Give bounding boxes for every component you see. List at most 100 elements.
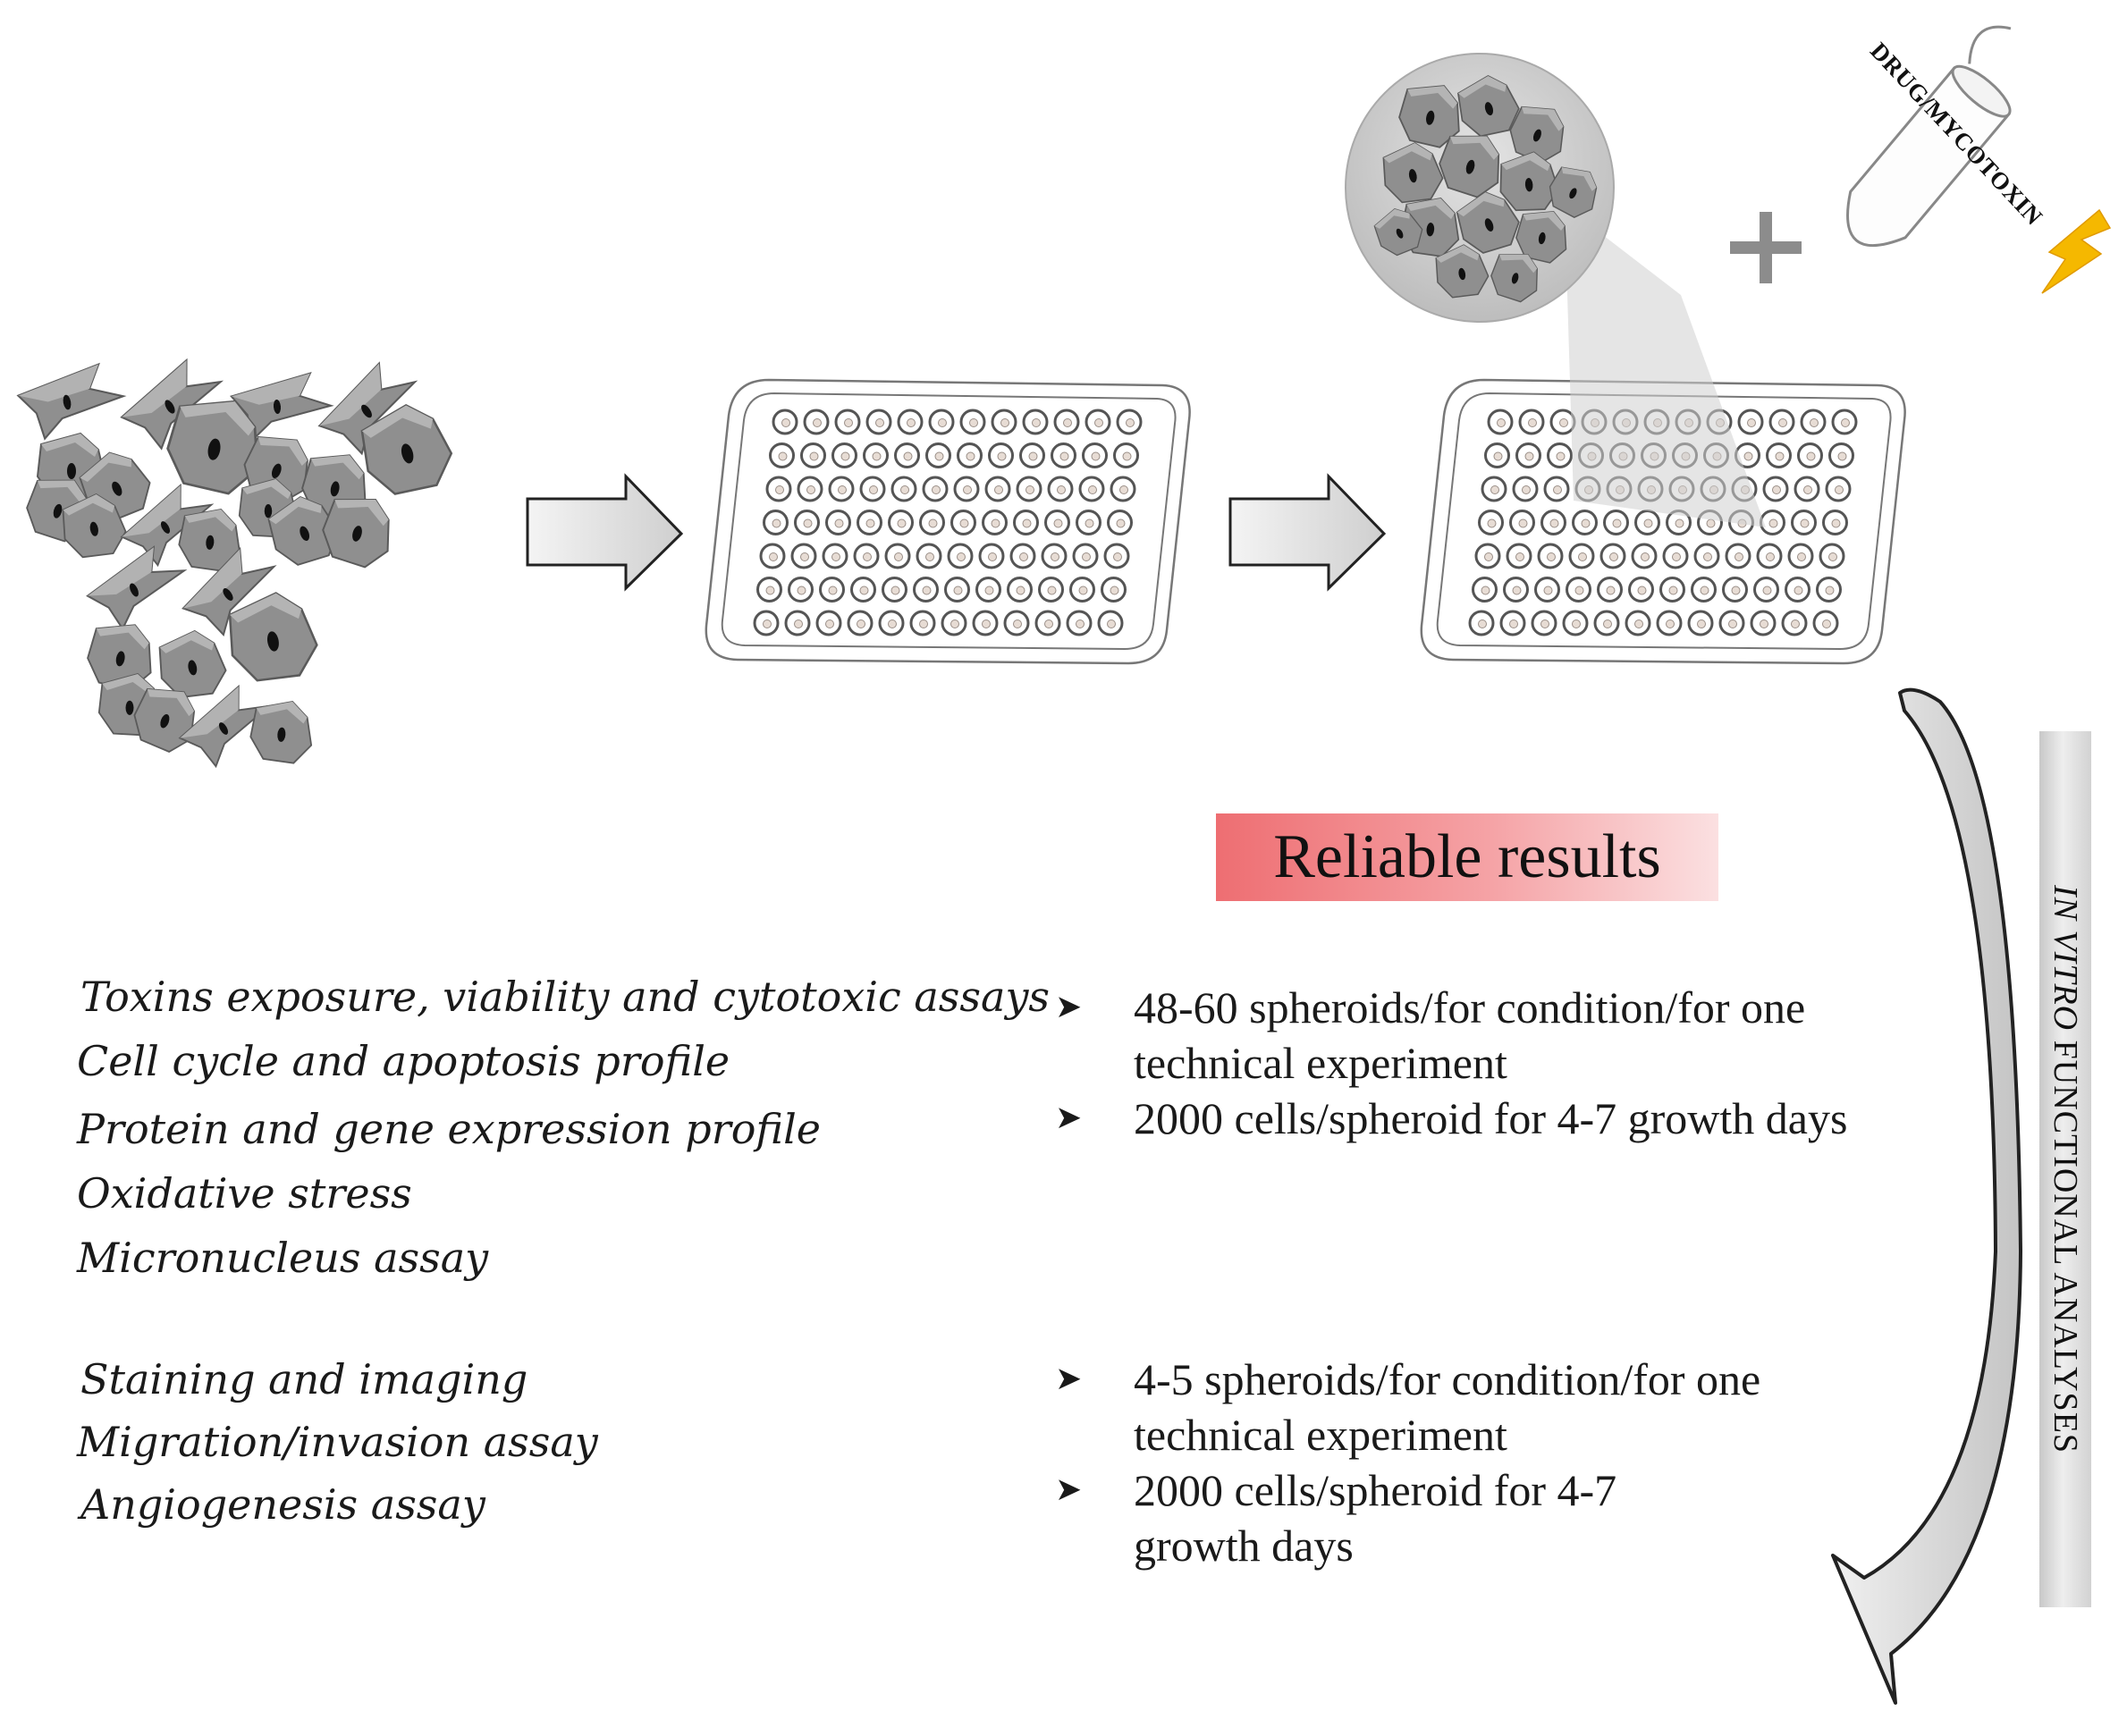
spheroid-dot xyxy=(1574,586,1584,595)
lightning-icon xyxy=(2041,208,2112,294)
spheroid-dot xyxy=(1484,552,1493,561)
well-plate-1 xyxy=(705,378,1191,665)
spheroid-dot xyxy=(1107,619,1116,628)
spheroid-dot xyxy=(1553,485,1562,494)
spheroid-dot xyxy=(1609,552,1618,561)
spheroid-dot xyxy=(1543,586,1553,595)
spheroid-dot xyxy=(984,586,994,595)
spheroid-dot xyxy=(794,619,803,628)
spheroid-dot xyxy=(897,518,907,528)
spheroid-dot xyxy=(928,518,938,528)
assay-item: Staining and imaging xyxy=(80,1355,528,1403)
spheroid-dot xyxy=(1791,619,1800,628)
spheroid-dot xyxy=(1668,586,1678,595)
spheroid-dot xyxy=(1797,552,1806,561)
assay-item: Angiogenesis assay xyxy=(80,1480,485,1529)
test-tube-icon xyxy=(1846,25,2012,248)
spheroid-dot xyxy=(806,485,815,494)
spheroid-dot xyxy=(1837,451,1847,461)
bullet-text: 2000 cells/spheroid for 4-7 growth days xyxy=(1134,1093,1848,1143)
spheroid-dot xyxy=(890,586,900,595)
bullet-item: ➤ 2000 cells/spheroid for 4-7 growth day… xyxy=(1055,1462,1895,1579)
spheroid-dot xyxy=(1606,586,1616,595)
spheroid-dot xyxy=(1578,552,1587,561)
spheroid-dot xyxy=(831,552,840,561)
magnification-beam xyxy=(1565,206,1766,527)
spheroid-dot xyxy=(922,586,932,595)
spheroid-dot xyxy=(797,586,806,595)
spheroid-dot xyxy=(919,619,928,628)
spheroid-dot xyxy=(1810,418,1819,427)
spheroid-dot xyxy=(1772,485,1781,494)
spheroid-dot xyxy=(1828,552,1837,561)
spheroid-dot xyxy=(863,552,872,561)
spheroid-dot xyxy=(1675,518,1684,528)
spheroid-dot xyxy=(1515,552,1524,561)
spheroid-dot xyxy=(1051,552,1059,561)
process-arrow-2 xyxy=(1228,473,1387,592)
spheroid-dot xyxy=(963,485,972,494)
spheroid-dot xyxy=(1022,518,1032,528)
spheroid-dot xyxy=(1047,586,1057,595)
spheroid-dot xyxy=(1493,451,1503,461)
spheroid-dot xyxy=(1634,619,1643,628)
assay-item: Protein and gene expression profile xyxy=(77,1105,821,1153)
bullet-text: 48-60 spheroids/for condition/for one te… xyxy=(1134,982,1806,1088)
spheroid-dot xyxy=(1831,518,1841,528)
spheroid-dot xyxy=(1044,619,1053,628)
spheroid-dot xyxy=(1540,619,1549,628)
spheroid-dot xyxy=(1800,518,1810,528)
reliable-results-label: Reliable results xyxy=(1216,813,1718,901)
spheroid-dot xyxy=(1766,552,1775,561)
spheroid-dot xyxy=(1478,619,1487,628)
spheroid-dot xyxy=(1481,586,1490,595)
spheroid-dot xyxy=(1559,418,1568,427)
spheroid-dot xyxy=(1572,619,1581,628)
spheroid-dot xyxy=(925,552,934,561)
spheroid-dot xyxy=(1116,518,1126,528)
spheroid-dot xyxy=(1509,619,1518,628)
assay-item: Cell cycle and apoptosis profile xyxy=(77,1037,730,1085)
bullet-arrow-icon: ➤ xyxy=(1055,1361,1083,1397)
spheroid-dot xyxy=(1612,518,1622,528)
spheroid-dot xyxy=(1666,619,1675,628)
spheroid-dot xyxy=(1706,518,1716,528)
spheroid-dot xyxy=(1000,418,1009,427)
spheroid-dot xyxy=(900,485,909,494)
spheroid-dot xyxy=(1094,418,1103,427)
spheroid-dot xyxy=(1088,485,1097,494)
side-label-italic: IN VITRO xyxy=(2047,884,2084,1032)
spheroid-dot xyxy=(1549,518,1559,528)
spheroid-dot xyxy=(838,485,847,494)
spheroid-dot xyxy=(1512,586,1522,595)
spheroid-dot xyxy=(844,418,853,427)
spheroid-dot xyxy=(1703,552,1712,561)
spheroid-dot xyxy=(1806,451,1816,461)
spheroid-dot xyxy=(1119,485,1128,494)
spheroid-dot xyxy=(1026,485,1034,494)
spheroid-dot xyxy=(894,552,903,561)
spheroid-dot xyxy=(857,619,865,628)
spheroid-dot xyxy=(1518,518,1528,528)
spheroid-dot xyxy=(1053,518,1063,528)
spheroid-dot xyxy=(934,451,944,461)
bullet-arrow-icon: ➤ xyxy=(1055,1100,1083,1136)
spheroid-dot xyxy=(1490,485,1499,494)
spheroid-dot xyxy=(1581,518,1591,528)
spheroid-dot xyxy=(825,619,834,628)
spheroid-dot xyxy=(1063,418,1072,427)
spheroid-dot xyxy=(769,552,778,561)
spheroid-dot xyxy=(982,619,991,628)
spheroid-dot xyxy=(1082,552,1091,561)
spheroid-dot xyxy=(932,485,941,494)
curved-arrow xyxy=(1831,687,2022,1705)
spheroid-dot xyxy=(778,451,788,461)
spheroid-dot xyxy=(1775,451,1785,461)
spheroid-dot xyxy=(1528,418,1537,427)
bullet-item: ➤ 4-5 spheroids/for condition/for one te… xyxy=(1055,1352,1895,1468)
spheroid-dot xyxy=(1731,586,1741,595)
spheroid-dot xyxy=(1760,619,1768,628)
spheroid-dot xyxy=(859,586,869,595)
spheroid-dot xyxy=(957,552,966,561)
